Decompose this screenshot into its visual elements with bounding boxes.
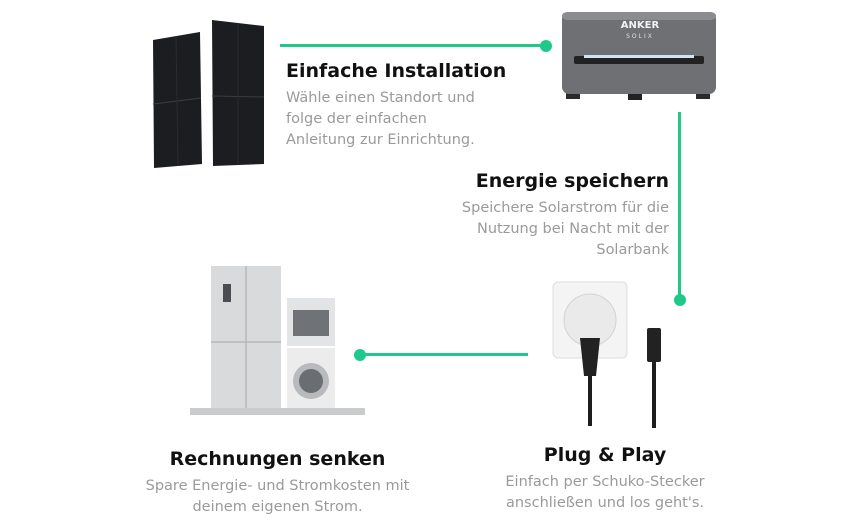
plug-socket-icon — [552, 281, 661, 428]
device-sub: SOLIX — [626, 33, 654, 40]
connector-dot-storage — [674, 294, 686, 306]
connector-dot-install — [540, 40, 552, 52]
feature-title-install: Einfache Installation — [286, 60, 507, 82]
connector-line-install — [280, 44, 546, 47]
feature-desc-storage: Speichere Solarstrom für die Nutzung bei… — [461, 200, 669, 258]
feature-desc-plug: Einfach per Schuko-Stecker anschließen u… — [505, 474, 705, 511]
battery-device-icon — [562, 12, 716, 100]
device-brand: ANKER — [620, 20, 660, 31]
connector-line-storage — [678, 112, 681, 300]
feature-desc-install: Wähle einen Standort und folge der einfa… — [286, 90, 475, 148]
connector-line-savings — [360, 353, 528, 356]
connector-dot-savings — [354, 349, 366, 361]
feature-title-savings: Rechnungen senken — [169, 448, 386, 470]
solar-panel-icon — [152, 20, 265, 168]
feature-desc-savings: Spare Energie- und Stromkosten mit deine… — [145, 478, 410, 515]
feature-title-storage: Energie speichern — [475, 170, 669, 192]
feature-title-plug: Plug & Play — [543, 444, 667, 466]
appliances-icon — [190, 266, 365, 415]
